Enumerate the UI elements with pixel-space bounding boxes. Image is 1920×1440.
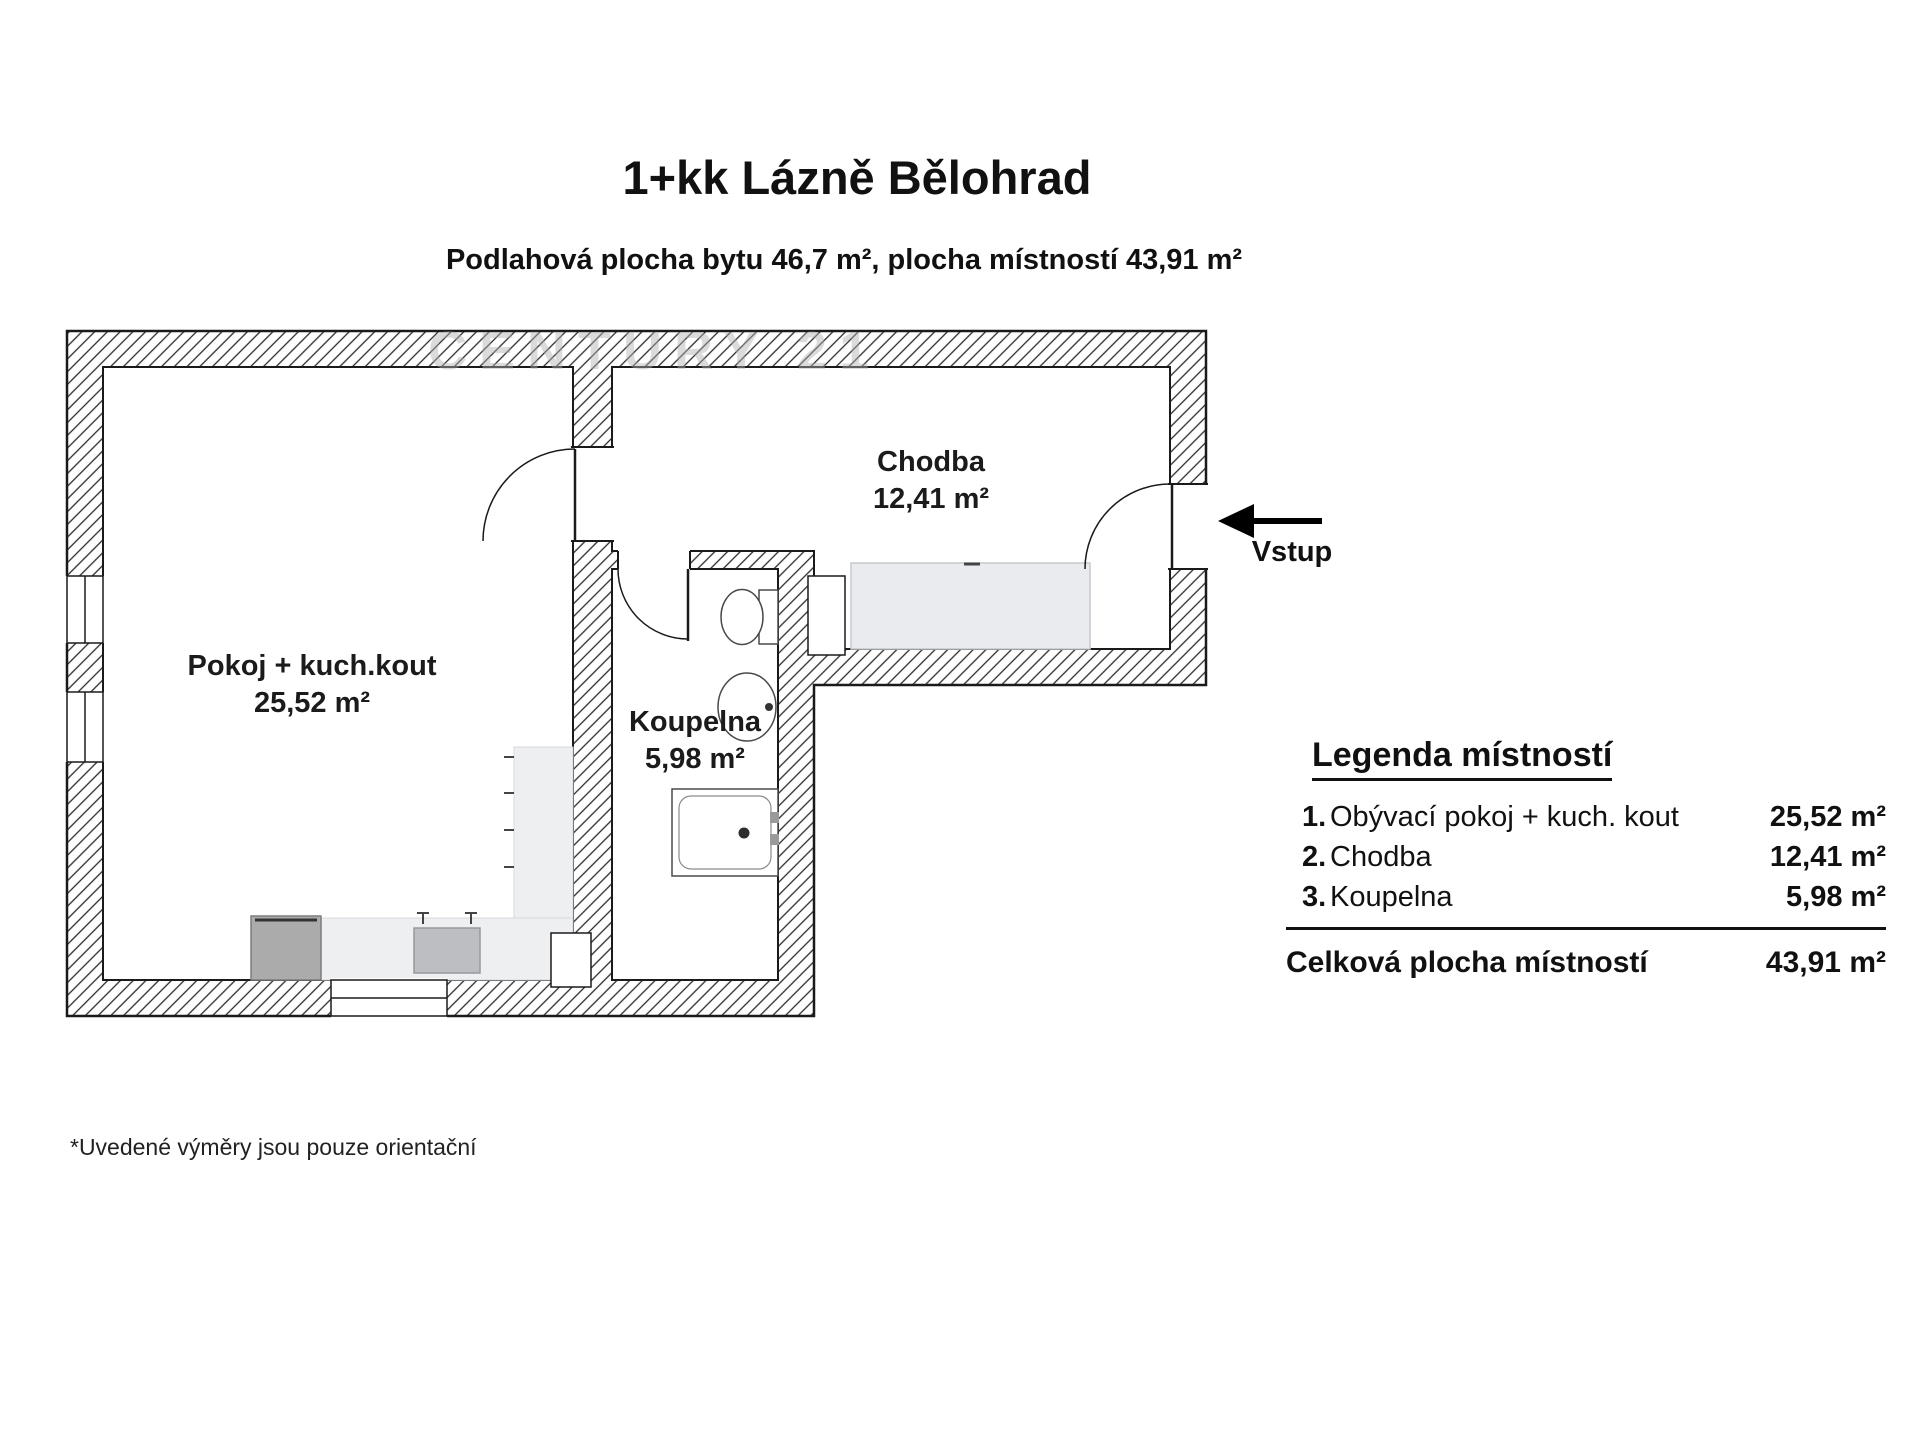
door-bathroom (617, 549, 691, 641)
window-bottom (330, 978, 448, 1018)
legend-row-area: 12,41 m² (1769, 841, 1886, 873)
room-area: 5,98 m² (645, 743, 745, 775)
legend-row-name: Chodba (1330, 841, 1432, 873)
legend-row: 3. Koupelna 5,98 m² (1286, 877, 1886, 917)
kitchen-sink (413, 912, 481, 974)
legend-row-name: Obývací pokoj + kuch. kout (1330, 801, 1679, 833)
counter-handles (504, 756, 514, 868)
shower (671, 788, 779, 877)
shaft-hall (807, 575, 846, 656)
room-name: Chodba (877, 446, 985, 478)
wardrobe (850, 562, 1091, 650)
kitchen-counter (250, 746, 574, 981)
room-label-pokoj: Pokoj + kuch.kout 25,52 m² (112, 648, 512, 722)
entrance-label: Vstup (1251, 536, 1333, 568)
legend-total: Celková plocha místností 43,91 m² (1286, 946, 1886, 980)
window-left-2 (65, 691, 105, 763)
door-entrance (1084, 483, 1208, 570)
stove (250, 915, 322, 981)
legend-row-number: 3. (1302, 881, 1327, 913)
legend-row-area: 25,52 m² (1769, 801, 1886, 833)
entrance-arrow-icon (1218, 504, 1322, 538)
legend-row-area: 5,98 m² (1786, 881, 1886, 913)
room-label-chodba: Chodba 12,41 m² (731, 444, 1131, 518)
toilet (720, 588, 779, 646)
legend-row-number: 2. (1302, 841, 1327, 873)
room-name: Koupelna (628, 706, 762, 738)
legend-row: 1. Obývací pokoj + kuch. kout 25,52 m² (1286, 797, 1886, 837)
legend-total-label: Celková plocha místností (1286, 946, 1648, 979)
shaft-kitchen (550, 932, 592, 988)
legend-divider (1286, 927, 1886, 930)
room-label-koupelna: Koupelna 5,98 m² (545, 704, 845, 778)
room-name: Pokoj + kuch.kout (187, 650, 437, 682)
window-left-1 (65, 575, 105, 644)
page-title: 1+kk Lázně Bělohrad (622, 151, 1092, 204)
room-area: 25,52 m² (253, 687, 371, 719)
legend-total-area: 43,91 m² (1765, 946, 1886, 979)
door-livingroom (482, 446, 614, 542)
legend-title: Legenda místností (1312, 736, 1613, 781)
watermark: CENTURY 21 (428, 321, 882, 381)
footnote: *Uvedené výměry jsou pouze orientační (70, 1134, 477, 1160)
legend-row: 2. Chodba 12,41 m² (1286, 837, 1886, 877)
room-legend: Legenda místností 1. Obývací pokoj + kuc… (1286, 736, 1886, 980)
legend-row-number: 1. (1302, 801, 1327, 833)
legend-row-name: Koupelna (1330, 881, 1453, 913)
page-subtitle: Podlahová plocha bytu 46,7 m², plocha mí… (445, 244, 1243, 276)
room-area: 12,41 m² (872, 483, 990, 515)
bathroom-sink (717, 672, 777, 742)
